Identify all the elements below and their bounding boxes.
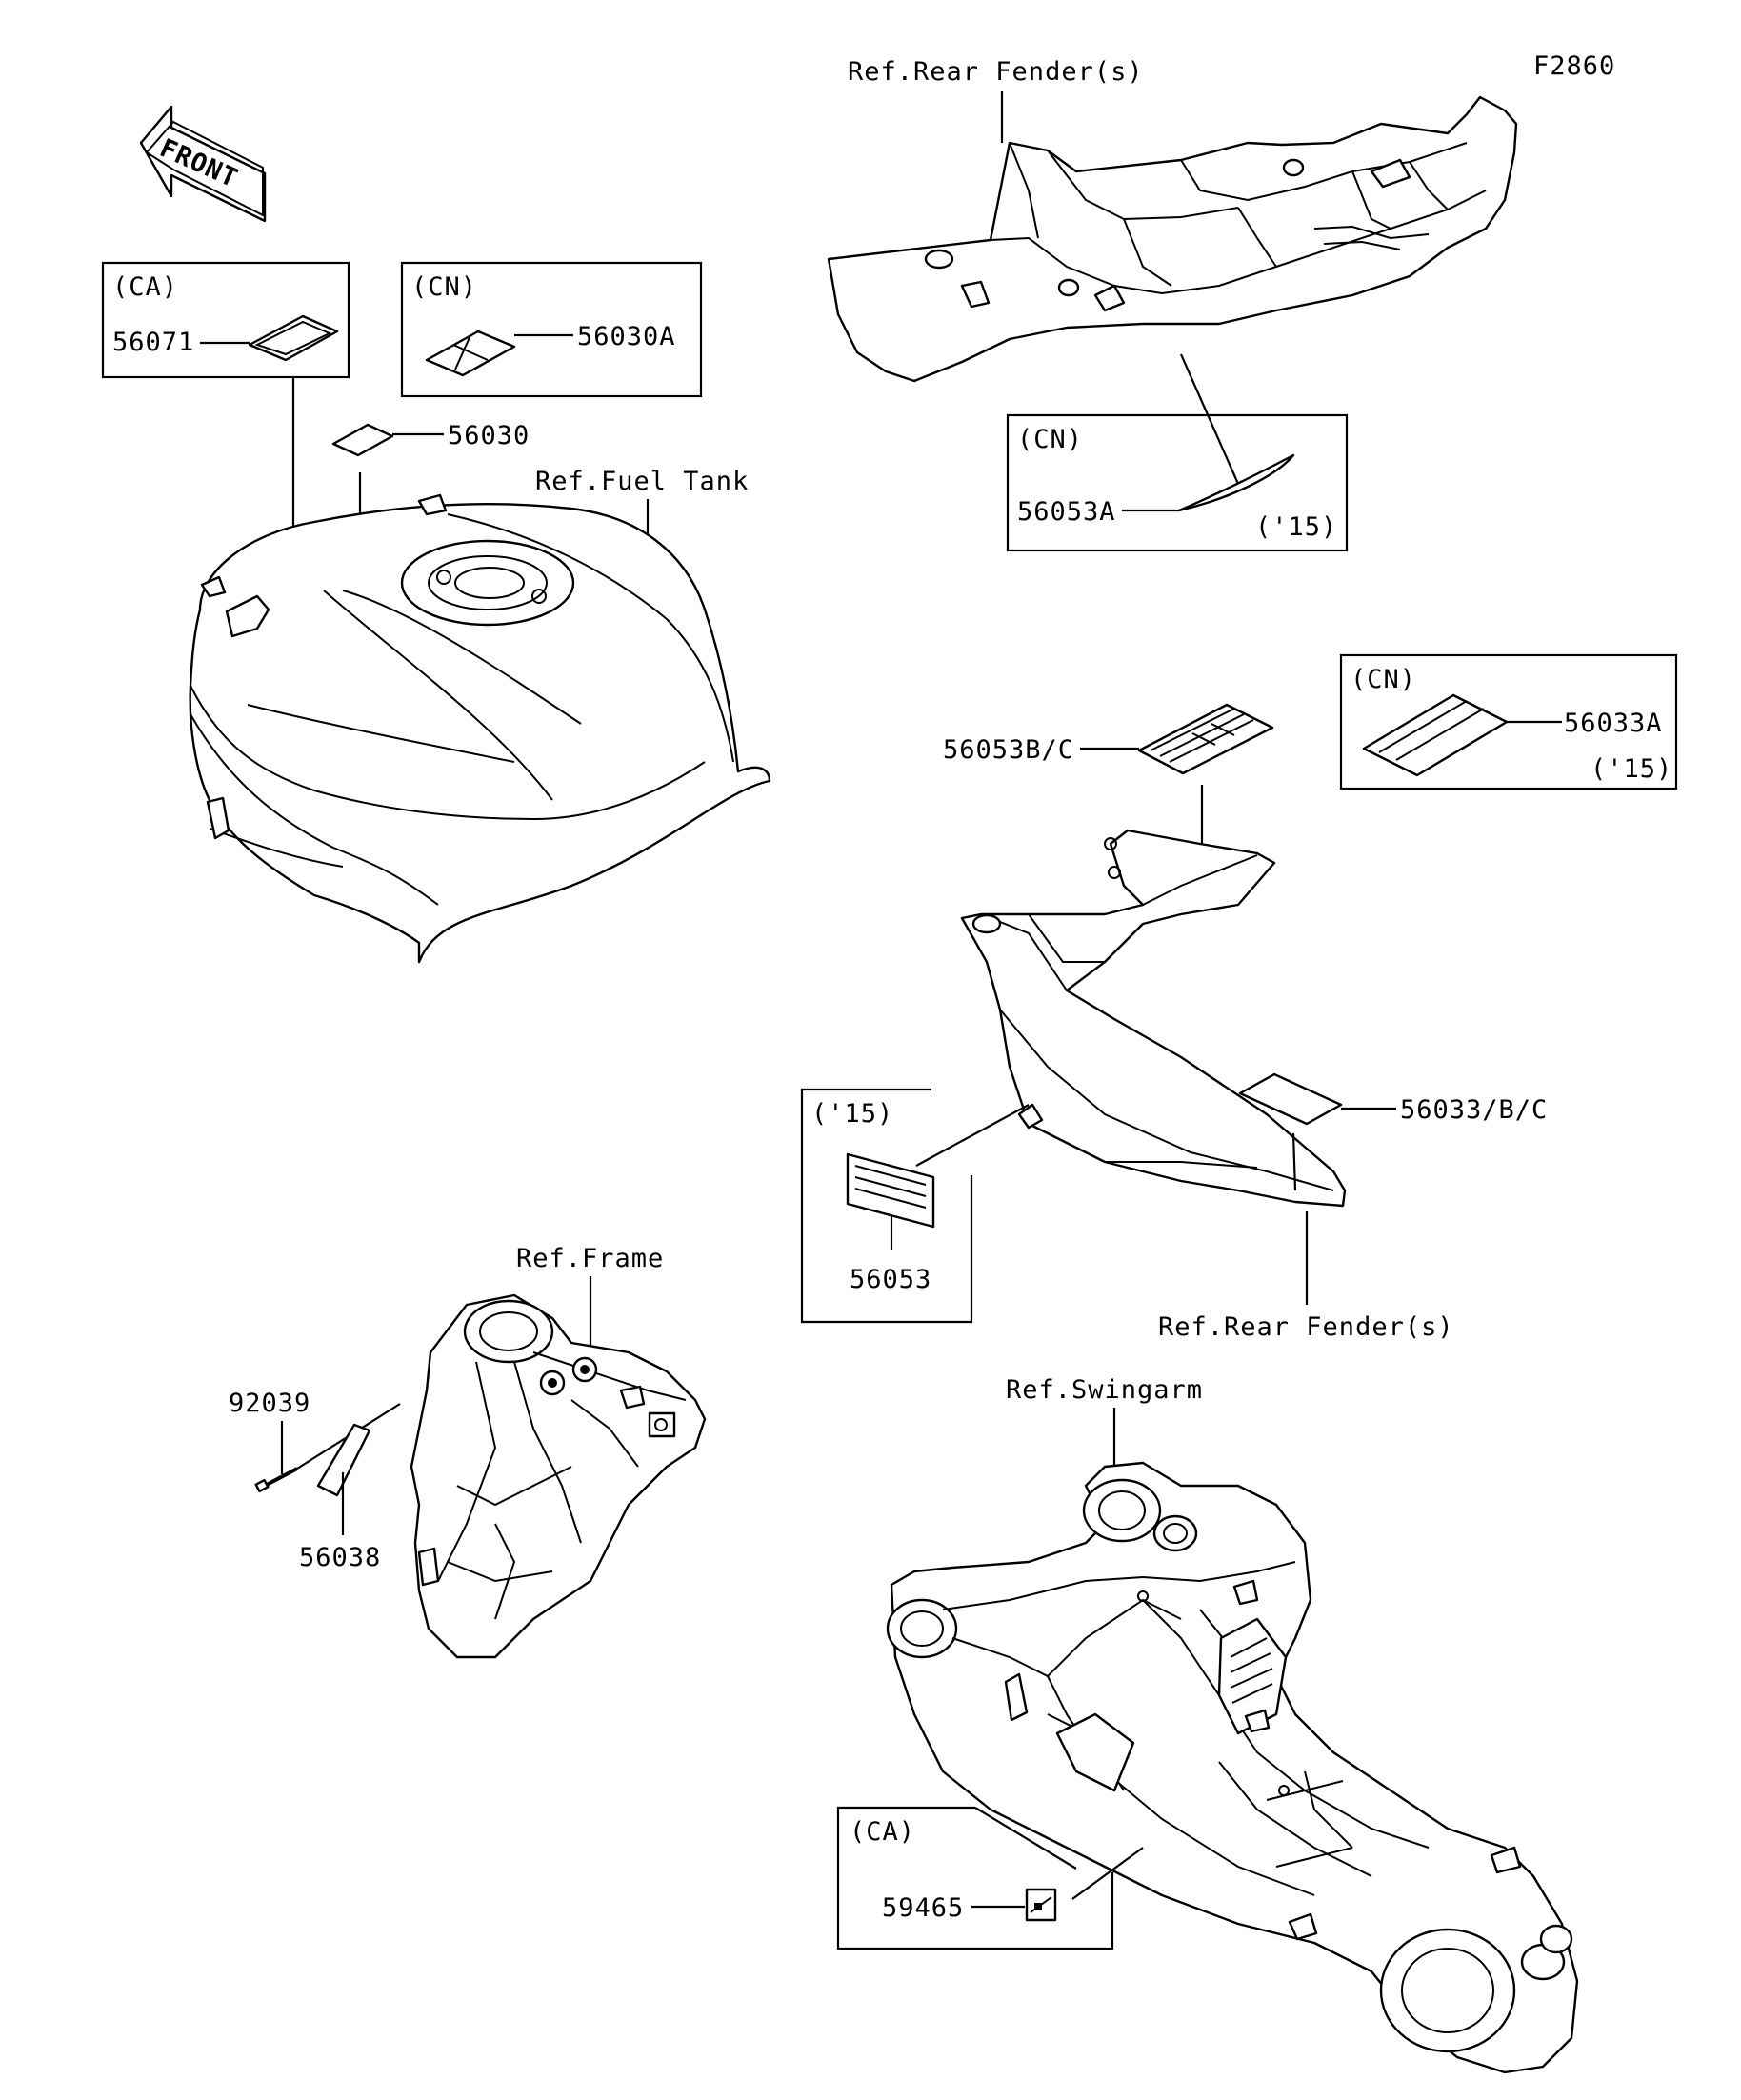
- ref-swingarm: Ref.Swingarm: [1006, 1375, 1203, 1405]
- part-56053a-label: 56053A: [1017, 497, 1116, 527]
- front-arrow-icon: FRONT: [139, 105, 267, 223]
- box-ca-swing: (CA) 59465: [836, 1806, 1144, 1950]
- label-decal-56053-icon: [846, 1152, 935, 1229]
- part-56071-label: 56071: [112, 328, 194, 357]
- rivet-92039-icon: [254, 1467, 298, 1493]
- box-15-mid: ('15) 56053: [800, 1088, 1030, 1324]
- part-59465-label: 59465: [882, 1893, 964, 1923]
- label-decal-56071-icon: [248, 314, 339, 362]
- part-56053bc-label: 56053B/C: [943, 735, 1074, 765]
- label-decal-56033bc-icon: [1238, 1072, 1343, 1126]
- box-cn-fender-tag: (CN): [1017, 425, 1083, 454]
- part-56030-label: 56030: [448, 421, 530, 450]
- box-ca-tank: (CA) 56071: [101, 261, 350, 379]
- swingarm-drawing: [886, 1461, 1579, 2074]
- label-decal-56033a-icon: [1362, 693, 1509, 777]
- box-cn-tank-tag: (CN): [411, 272, 477, 302]
- part-56053-label: 56053: [850, 1265, 931, 1294]
- label-decal-59465-icon: [1025, 1888, 1057, 1922]
- box-cn-right-tag: (CN): [1351, 665, 1416, 694]
- box-cn-tank: (CN) 56030A: [400, 261, 703, 398]
- label-decal-56053a-icon: [1177, 453, 1295, 512]
- label-decal-56030-icon: [331, 423, 394, 457]
- ref-frame: Ref.Frame: [516, 1244, 664, 1273]
- box-cn-fender-year: ('15): [1255, 512, 1337, 542]
- part-56038-label: 56038: [299, 1543, 381, 1572]
- label-decal-56038-icon: [316, 1423, 371, 1497]
- box-cn-fender: (CN) 56053A ('15): [1006, 413, 1349, 552]
- rear-fender-top-drawing: [827, 95, 1518, 383]
- rear-fender-mid-drawing: [960, 829, 1347, 1208]
- box-cn-right-year: ('15): [1591, 754, 1672, 784]
- ref-fuel-tank: Ref.Fuel Tank: [535, 467, 749, 496]
- figure-code: F2860: [1533, 51, 1615, 81]
- box-cn-right: (CN) 56033A ('15): [1339, 653, 1678, 790]
- ref-rear-fender-top: Ref.Rear Fender(s): [848, 57, 1144, 87]
- part-92039-label: 92039: [229, 1389, 310, 1418]
- box-ca-swing-tag: (CA): [850, 1817, 915, 1847]
- part-56033bc-label: 56033/B/C: [1400, 1095, 1548, 1125]
- ref-rear-fender-mid: Ref.Rear Fender(s): [1158, 1312, 1454, 1342]
- part-56033a-label: 56033A: [1564, 709, 1663, 738]
- frame-drawing: [410, 1293, 707, 1659]
- label-decal-56053bc-icon: [1137, 703, 1274, 775]
- part-56030a-label: 56030A: [577, 322, 676, 351]
- box-15-mid-tag: ('15): [811, 1099, 893, 1129]
- fuel-tank-drawing: [189, 493, 771, 964]
- box-ca-tank-tag: (CA): [112, 272, 178, 302]
